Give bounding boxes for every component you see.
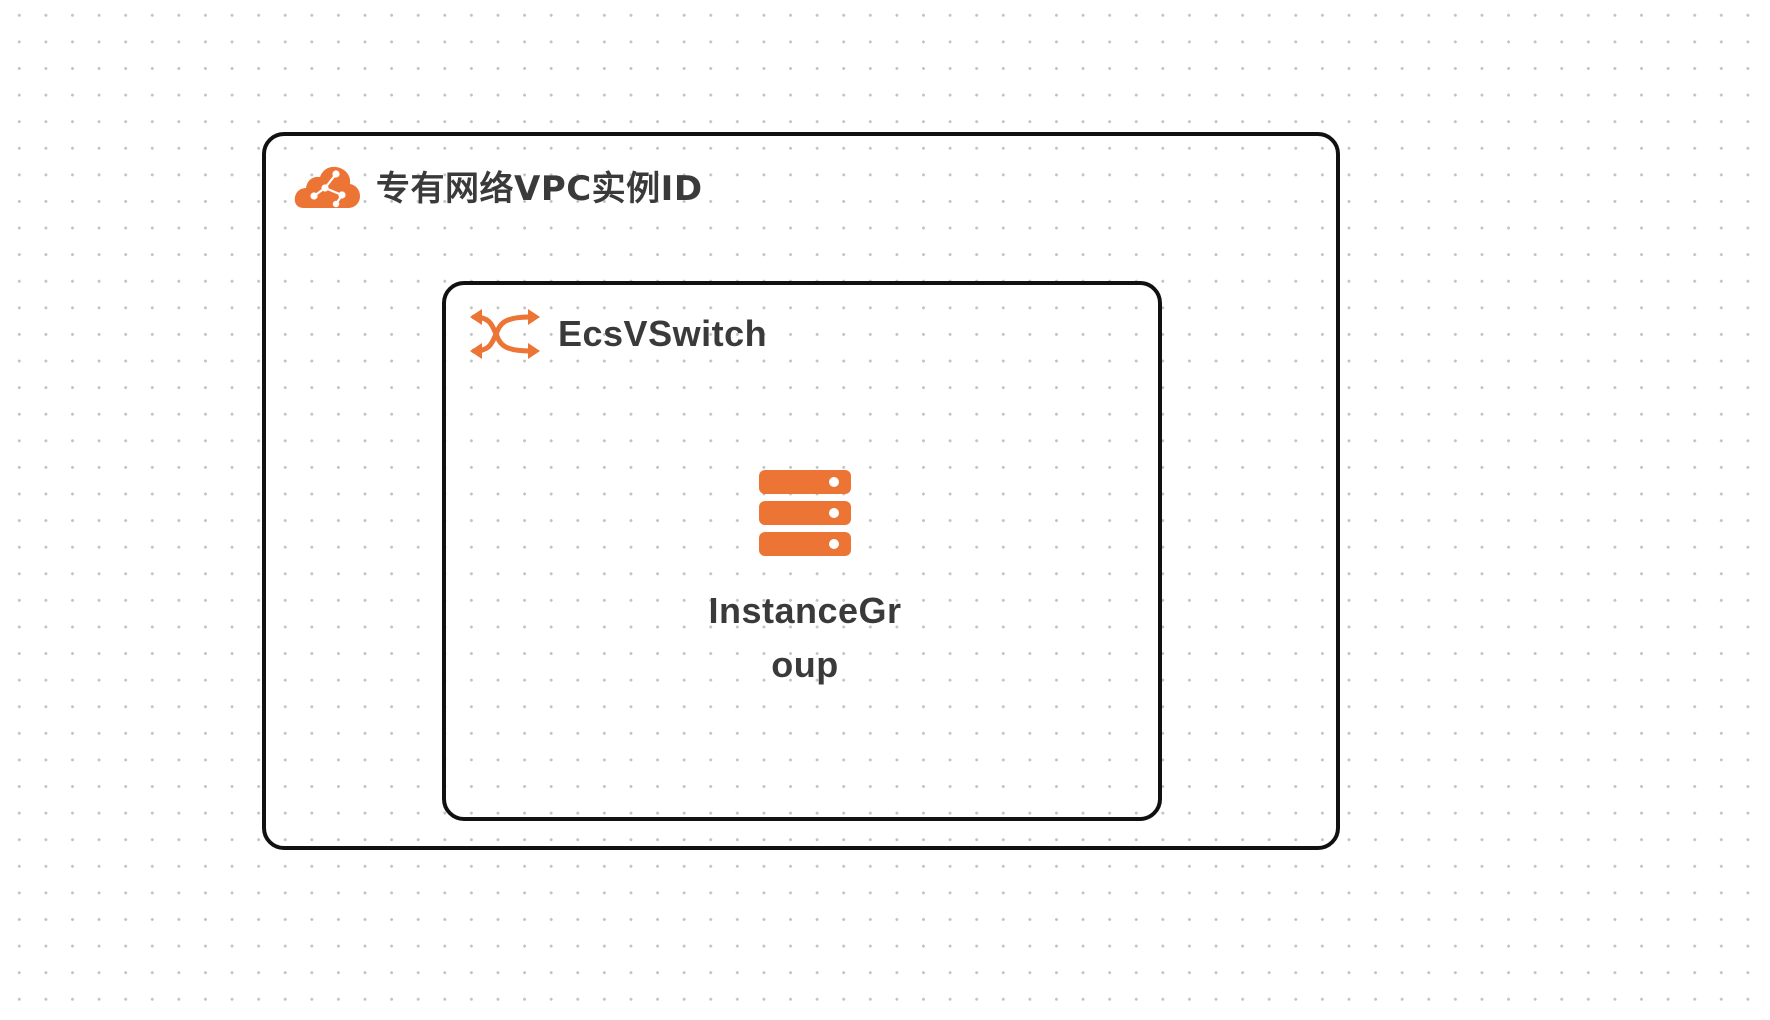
vpc-group[interactable]: 专有网络VPC实例ID xyxy=(262,132,1340,850)
vpc-header: 专有网络VPC实例ID xyxy=(292,160,703,210)
vswitch-group[interactable]: EcsVSwitch xyxy=(442,281,1162,821)
instance-group-label: InstanceGroup xyxy=(708,590,902,685)
vswitch-header: EcsVSwitch xyxy=(470,307,767,361)
vswitch-label: EcsVSwitch xyxy=(558,313,768,354)
vpc-label: 专有网络VPC实例ID xyxy=(376,168,703,209)
server-stack-icon xyxy=(690,470,920,556)
instance-group-node[interactable]: InstanceGroup xyxy=(690,470,920,692)
cloud-network-icon xyxy=(292,160,362,210)
shuffle-switch-icon xyxy=(470,307,544,361)
